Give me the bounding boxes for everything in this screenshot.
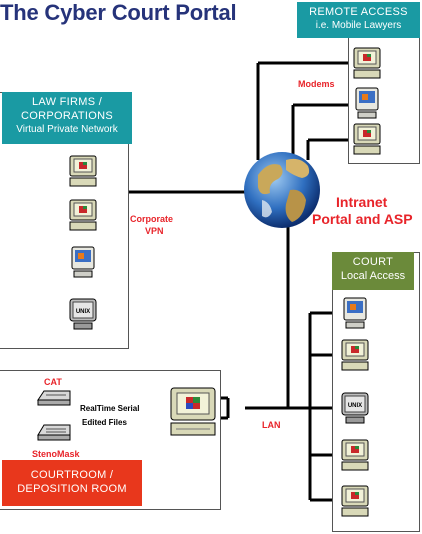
intranet-label: Intranet [336,194,388,210]
mac-computer-icon [340,296,370,330]
court-subtitle: Local Access [340,270,406,282]
computer-icon [340,484,370,518]
globe-icon [244,152,320,228]
stenomask-label: StenoMask [32,449,80,459]
cat-device-icon [36,388,72,406]
courtroom-subtitle: DEPOSITION ROOM [17,483,127,495]
workstation-computer-icon [168,385,218,440]
computer-icon [352,46,382,80]
cat-label: CAT [44,377,62,387]
computer-icon [340,338,370,372]
courtroom-header: COURTROOM / DEPOSITION ROOM [2,460,142,506]
corporate-label: Corporate [130,214,174,224]
page-title: The Cyber Court Portal [0,0,237,25]
mac-computer-icon [352,86,382,120]
modems-label: Modems [298,79,335,89]
remote-access-header: REMOTE ACCESS i.e. Mobile Lawyers [297,2,420,38]
portal-label: Portal and ASP [312,211,413,227]
unix-computer-icon: UNIX [68,297,98,331]
realtime-label: RealTime Serial [80,404,140,413]
unix-computer-icon: UNIX [340,391,370,425]
law-firms-title2: CORPORATIONS [20,110,113,122]
remote-access-subtitle: i.e. Mobile Lawyers [315,20,402,31]
unix-text: UNIX [76,309,90,315]
stenomask-device-icon [36,422,72,442]
edited-files-label: Edited Files [82,418,127,427]
court-panel [332,252,420,532]
court-title: COURT [352,256,394,268]
courtroom-title: COURTROOM / [30,469,114,481]
lan-label: LAN [262,420,281,430]
law-firms-subtitle: Virtual Private Network [16,124,118,135]
unix-text: UNIX [348,403,362,409]
computer-icon [352,122,382,156]
computer-icon [68,154,98,188]
court-header: COURT Local Access [332,252,414,290]
remote-access-title: REMOTE ACCESS [309,6,408,18]
law-firms-header: LAW FIRMS / CORPORATIONS Virtual Private… [2,92,132,144]
law-firms-title: LAW FIRMS / [31,96,103,108]
vpn-label: VPN [145,226,164,236]
mac-computer-icon [68,245,98,279]
computer-icon [340,438,370,472]
computer-icon [68,198,98,232]
